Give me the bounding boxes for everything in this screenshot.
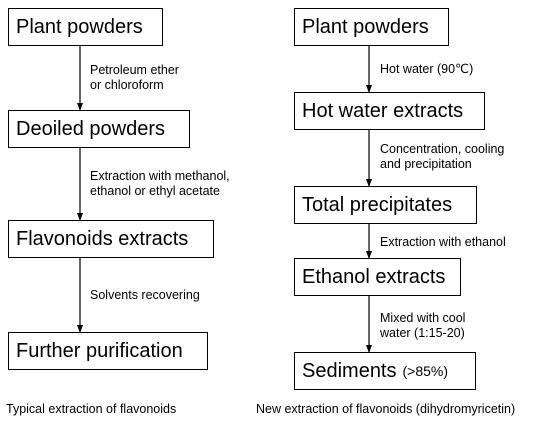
transition-line: Mixed with cool xyxy=(380,311,466,325)
transition-line: water (1:15-20) xyxy=(380,326,465,340)
left-step-label: Deoiled powders xyxy=(16,118,165,140)
right-caption: New extraction of flavonoids (dihydromyr… xyxy=(256,402,516,416)
left-caption: Typical extraction of flavonoids xyxy=(6,402,177,416)
left-transition-3: Solvents recovering xyxy=(90,288,200,303)
left-step-further-purification: Further purification xyxy=(8,332,208,370)
right-transition-4: Mixed with cool water (1:15-20) xyxy=(380,311,465,341)
left-transition-2: Extraction with methanol, ethanol or eth… xyxy=(90,169,230,199)
transition-line: and precipitation xyxy=(380,157,472,171)
left-step-plant-powders: Plant powders xyxy=(8,8,163,46)
right-transition-1: Hot water (90℃) xyxy=(380,62,473,77)
right-step-hot-water-extracts: Hot water extracts xyxy=(294,92,485,130)
left-step-label: Flavonoids extracts xyxy=(16,228,189,250)
transition-line: Petroleum ether xyxy=(90,63,179,77)
transition-line: ethanol or ethyl acetate xyxy=(90,184,220,198)
transition-line: or chloroform xyxy=(90,78,164,92)
right-transition-3: Extraction with ethanol xyxy=(380,235,506,250)
transition-line: Hot water (90℃) xyxy=(380,62,474,76)
right-step-label: Sediments xyxy=(302,360,397,382)
left-step-deoiled-powders: Deoiled powders xyxy=(8,110,190,148)
transition-line: Solvents recovering xyxy=(90,288,200,302)
right-step-label: Plant powders xyxy=(302,16,429,38)
transition-line: Extraction with ethanol xyxy=(380,235,506,249)
right-step-total-precipitates: Total precipitates xyxy=(294,186,477,224)
right-step-ethanol-extracts: Ethanol extracts xyxy=(294,258,461,296)
transition-line: Extraction with methanol, xyxy=(90,169,230,183)
right-step-label: Total precipitates xyxy=(302,194,453,216)
right-step-label: Hot water extracts xyxy=(302,100,464,122)
transition-line: Concentration, cooling xyxy=(380,142,505,156)
left-step-label: Plant powders xyxy=(16,16,143,38)
left-step-label: Further purification xyxy=(16,340,183,362)
right-step-plant-powders: Plant powders xyxy=(294,8,449,46)
right-step-sediments: Sediments (>85%) xyxy=(294,352,476,390)
right-transition-2: Concentration, cooling and precipitation xyxy=(380,142,504,172)
right-step-label: Ethanol extracts xyxy=(302,266,446,288)
yield-note: (>85%) xyxy=(402,363,449,379)
left-step-flavonoids-extracts: Flavonoids extracts xyxy=(8,220,214,258)
left-transition-1: Petroleum ether or chloroform xyxy=(90,63,179,93)
